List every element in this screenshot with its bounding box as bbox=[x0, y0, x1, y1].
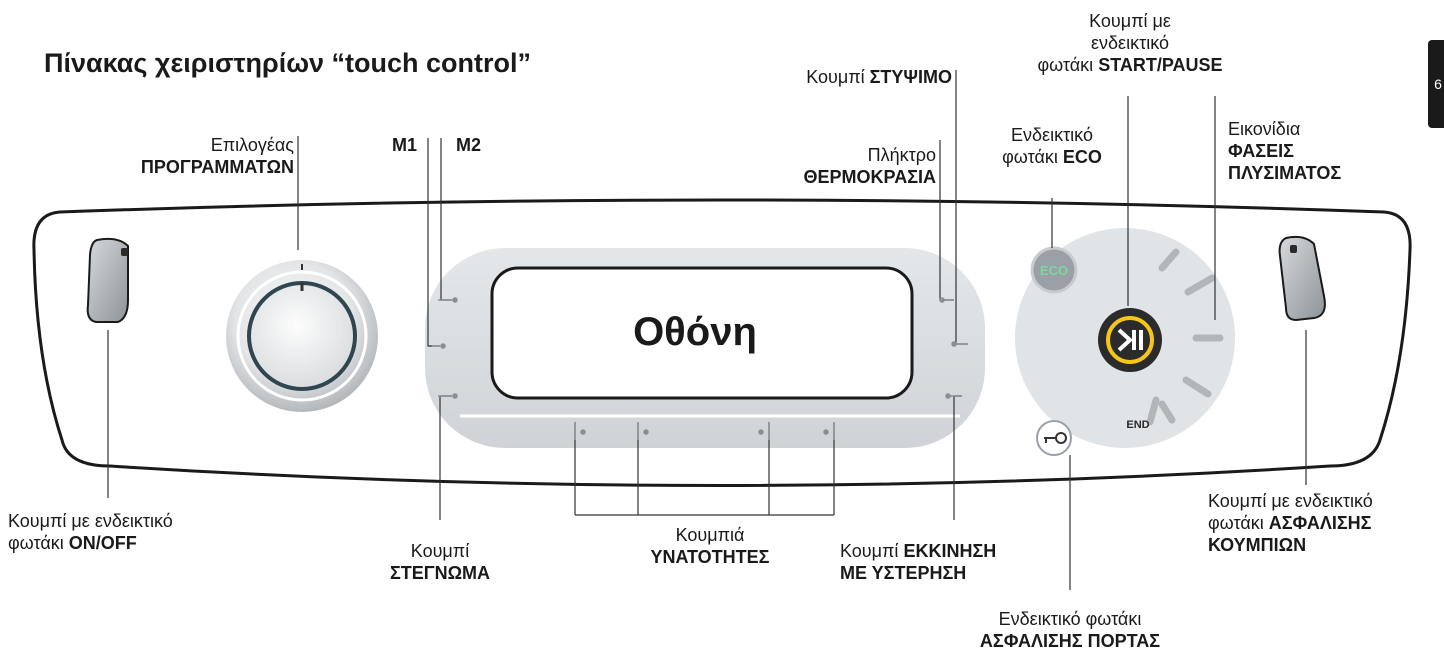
label-key-lock: Κουμπί με ενδεικτικό φωτάκι ΑΣΦΑΛΙΣΗΣ ΚΟ… bbox=[1208, 490, 1373, 556]
label-eco-light: Ενδεικτικό φωτάκι ECO bbox=[990, 124, 1114, 168]
label-on-off: Κουμπί με ενδεικτικό φωτάκι ON/OFF bbox=[8, 510, 173, 554]
label-drying: Κουμπί ΣΤΕΓΝΩΜΑ bbox=[360, 540, 520, 584]
label-temperature: Πλήκτρο ΘΕΡΜΟΚΡΑΣΙΑ bbox=[700, 144, 936, 188]
label-options: Κουμπιά ΥΝΑΤΟΤΗΤΕΣ bbox=[610, 524, 810, 568]
label-start-pause: Κουμπί με ενδεικτικό φωτάκι START/PAUSE bbox=[1000, 10, 1260, 76]
label-delay-start: Κουμπί ΕΚΚΙΝΗΣΗ ΜΕ ΥΣΤΕΡΗΣΗ bbox=[840, 540, 996, 584]
label-m1: M1 bbox=[392, 134, 417, 156]
label-program-selector: Επιλογέας ΠΡΟΓΡΑΜΜΑΤΩΝ bbox=[90, 134, 294, 178]
label-spin: Κουμπί ΣΤΥΨΙΜΟ bbox=[700, 66, 952, 88]
label-wash-phases: Εικονίδια ΦΑΣΕΙΣ ΠΛΥΣΙΜΑΤΟΣ bbox=[1228, 118, 1341, 184]
program-selector-knob[interactable] bbox=[226, 260, 378, 412]
screen-label: Οθόνη bbox=[560, 310, 830, 355]
on-off-button[interactable] bbox=[88, 239, 128, 322]
eco-button-text: ECO bbox=[1034, 263, 1074, 278]
key-lock-led bbox=[1290, 245, 1297, 253]
label-door-lock: Ενδεικτικό φωτάκι ΑΣΦΑΛΙΣΗΣ ΠΟΡΤΑΣ bbox=[960, 608, 1180, 652]
label-m2: M2 bbox=[456, 134, 481, 156]
end-label: END bbox=[1118, 419, 1158, 431]
on-off-led bbox=[121, 248, 128, 256]
